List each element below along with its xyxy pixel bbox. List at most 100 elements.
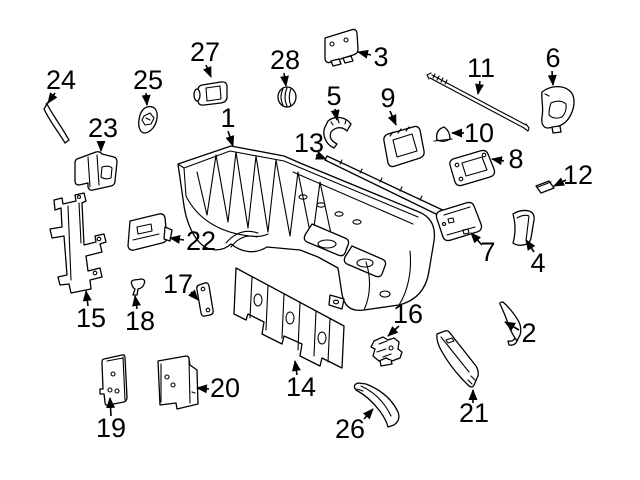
callout-20-arrow: [196, 384, 210, 394]
callout-8[interactable]: 8: [491, 144, 524, 174]
callout-14-number[interactable]: 14: [286, 372, 316, 402]
callout-22-arrow: [169, 234, 185, 244]
callout-5-number[interactable]: 5: [326, 81, 341, 111]
callout-3[interactable]: 3: [357, 42, 389, 72]
part-18-push-clip: [130, 278, 146, 296]
callout-11-number[interactable]: 11: [467, 53, 495, 83]
callout-21-number[interactable]: 21: [459, 398, 489, 428]
part-21-step-panel: [436, 330, 479, 388]
callout-18-number[interactable]: 18: [125, 306, 155, 336]
callout-11-arrow: [475, 80, 484, 95]
part-16-clamp: [370, 336, 403, 367]
callout-11[interactable]: 11: [467, 53, 495, 95]
callout-13-arrow: [315, 151, 327, 160]
part-14-inner-panel: [233, 267, 345, 369]
callout-5-arrow: [330, 108, 340, 121]
callout-14-arrow: [291, 360, 301, 376]
callout-1-number[interactable]: 1: [220, 103, 235, 133]
callout-2-arrow: [504, 321, 520, 331]
callout-26[interactable]: 26: [335, 408, 374, 444]
callout-15-arrow: [82, 290, 92, 307]
callout-4[interactable]: 4: [525, 239, 546, 278]
callout-22[interactable]: 22: [169, 226, 216, 256]
callout-20-number[interactable]: 20: [210, 373, 240, 403]
callout-7-arrow: [470, 232, 483, 246]
callout-6-arrow: [547, 70, 557, 86]
part-7-mount-plate: [435, 201, 483, 242]
callout-9-arrow: [387, 110, 397, 126]
callout-6-number[interactable]: 6: [545, 43, 560, 73]
callout-8-number[interactable]: 8: [508, 144, 523, 174]
callout-17-arrow: [188, 289, 199, 301]
callout-2[interactable]: 2: [504, 318, 537, 348]
callout-24-arrow: [47, 92, 58, 104]
part-12-shim-plate: [535, 180, 555, 194]
callout-3-number[interactable]: 3: [373, 42, 388, 72]
callout-4-arrow: [525, 239, 536, 253]
callout-10[interactable]: 10: [451, 118, 494, 148]
callout-3-arrow: [357, 49, 372, 59]
callout-9[interactable]: 9: [380, 83, 397, 126]
callout-23-number[interactable]: 23: [88, 113, 118, 143]
part-11-rod: [426, 72, 530, 132]
callout-15[interactable]: 15: [76, 290, 106, 333]
callout-21[interactable]: 21: [459, 389, 489, 428]
callout-7-number[interactable]: 7: [480, 237, 495, 267]
callout-10-number[interactable]: 10: [464, 118, 494, 148]
callout-19-arrow: [106, 397, 116, 417]
part-9-frame-tray: [383, 125, 425, 168]
callout-24-number[interactable]: 24: [46, 65, 76, 95]
callout-1[interactable]: 1: [220, 103, 236, 147]
callout-27-number[interactable]: 27: [190, 37, 220, 67]
callout-13-number[interactable]: 13: [294, 128, 324, 158]
callout-16-number[interactable]: 16: [393, 299, 423, 329]
part-8-tray-bracket: [449, 149, 496, 187]
callout-24[interactable]: 24: [46, 65, 76, 104]
callout-17-number[interactable]: 17: [163, 269, 193, 299]
part-17-strap: [196, 282, 214, 317]
callout-17[interactable]: 17: [163, 269, 199, 301]
callout-16-arrow: [387, 325, 400, 337]
callout-25-arrow: [141, 92, 151, 106]
part-28-grommet: [277, 86, 297, 108]
callout-4-number[interactable]: 4: [530, 248, 545, 278]
callout-23[interactable]: 23: [88, 113, 118, 152]
part-2-hook-strip: [499, 301, 522, 346]
callout-19[interactable]: 19: [96, 397, 126, 443]
callout-7[interactable]: 7: [470, 232, 496, 267]
part-1-bumper-cover: [177, 145, 436, 312]
part-22-side-bracket: [127, 213, 173, 251]
part-20-bent-plate: [157, 355, 199, 410]
part-26-arch-trim: [353, 382, 400, 428]
callout-13[interactable]: 13: [294, 128, 327, 160]
part-23-box-bracket: [74, 151, 118, 191]
callout-5[interactable]: 5: [326, 81, 342, 121]
callout-9-number[interactable]: 9: [380, 83, 395, 113]
callout-25[interactable]: 25: [133, 65, 163, 106]
part-6-corner-bracket: [541, 85, 575, 134]
callout-28[interactable]: 28: [270, 45, 300, 87]
part-15-frame-bracket: [49, 192, 107, 294]
callout-14[interactable]: 14: [286, 360, 316, 402]
callout-27-arrow: [203, 64, 212, 78]
callout-12[interactable]: 12: [553, 160, 593, 190]
callout-25-number[interactable]: 25: [133, 65, 163, 95]
callout-2-number[interactable]: 2: [521, 318, 536, 348]
callout-16[interactable]: 16: [387, 299, 423, 337]
part-19-plate-bracket: [99, 354, 128, 406]
callout-18[interactable]: 18: [125, 295, 155, 336]
callout-22-number[interactable]: 22: [186, 226, 216, 256]
part-10-cap-clip: [433, 126, 453, 142]
part-3-bracket: [324, 28, 359, 67]
callout-19-number[interactable]: 19: [96, 413, 126, 443]
callout-12-number[interactable]: 12: [563, 160, 593, 190]
callout-6[interactable]: 6: [545, 43, 561, 86]
callout-20[interactable]: 20: [196, 373, 240, 403]
part-4-curved-pad: [512, 209, 535, 246]
callout-26-number[interactable]: 26: [335, 414, 365, 444]
callout-27[interactable]: 27: [190, 37, 220, 78]
callout-28-number[interactable]: 28: [270, 45, 300, 75]
callout-15-number[interactable]: 15: [76, 303, 106, 333]
